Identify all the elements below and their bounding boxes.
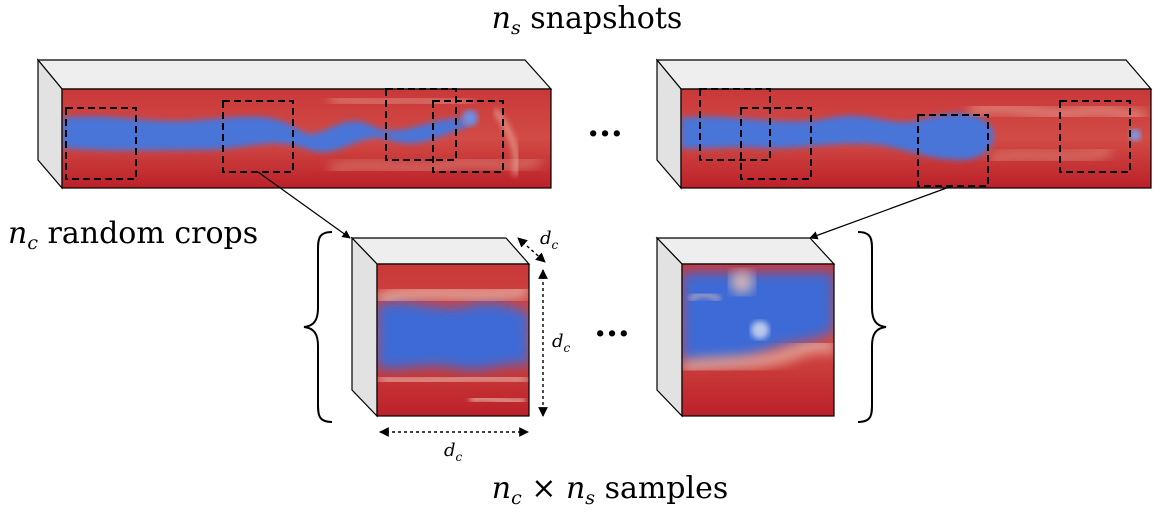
sample-1-field [377,264,529,416]
dim-width-label: dc [444,440,463,464]
sample-2-front-face [681,263,835,417]
sample-2-top-face [655,237,836,265]
ellipsis-samples: ··· [594,314,630,354]
left-brace [303,231,333,423]
snapshots-label: ns snapshots [492,1,683,39]
crop-box [699,88,771,161]
sample-2 [655,236,836,418]
arrow-crop-to-sample-1 [257,171,351,239]
random-crops-label: nc random crops [8,216,258,254]
dim-depth-arrow [517,237,546,263]
dim-depth-label: dc [540,228,559,252]
crop-box [432,100,504,173]
sample-1-side-face [351,236,378,418]
snapshot-2 [655,58,1153,190]
snapshot-1-front-face [61,88,552,189]
snapshot-2-crop-boxes [699,88,1131,187]
ellipsis-snapshots: ··· [587,114,623,154]
dim-height-label: dc [552,331,571,355]
crop-box [65,107,137,180]
crop-box [385,88,457,161]
samples-label: nc × ns samples [492,471,729,509]
crop-box [1059,100,1131,173]
sample-1 [350,236,531,418]
crop-box [740,107,812,180]
snapshot-1-field [62,89,551,188]
right-brace [857,231,887,423]
sample-1-front-face [376,263,530,417]
snapshot-1-top-face [36,59,553,90]
arrow-crop-to-sample-2 [809,185,953,240]
sample-2-side-face [656,236,683,418]
snapshot-2-front-face [680,88,1152,189]
snapshot-2-field [681,89,1151,188]
sample-1-top-face [350,237,531,265]
snapshot-2-top-face [655,59,1153,90]
crop-box [917,114,989,187]
snapshot-1 [36,58,553,190]
sample-2-field [682,264,834,416]
